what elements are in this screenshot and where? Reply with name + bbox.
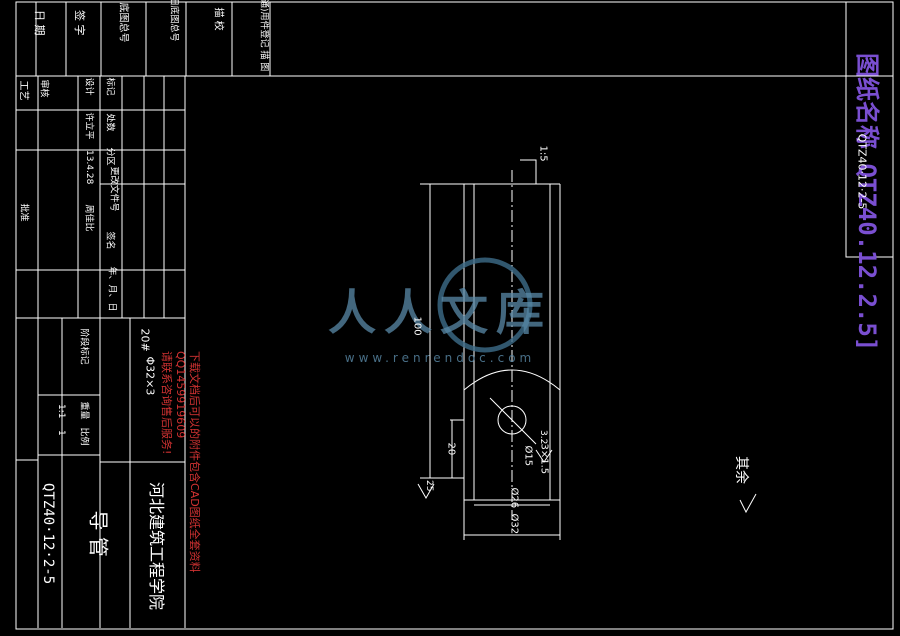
dim-left-finish: 25	[424, 480, 434, 492]
label-date: 年、月、日	[106, 266, 117, 312]
frame-number-top: QTZ40·12·2-5	[855, 133, 869, 210]
part-name: 导 管	[86, 510, 111, 557]
label-mark: 标记	[104, 77, 115, 96]
dim-finish: 3.2	[538, 430, 548, 445]
label-design: 设计	[83, 77, 94, 96]
rest-note: 其余	[733, 456, 749, 484]
label-count: 处数	[104, 113, 115, 132]
finish-mark-hole	[535, 449, 553, 463]
scale-label: 比例	[78, 427, 89, 446]
material-grade: 20#	[138, 328, 152, 352]
drawing-number: QTZ40·12·2-5	[40, 483, 56, 585]
qty-value: 1	[56, 430, 66, 436]
finish-mark-left	[417, 483, 435, 500]
strip-base-drawing: 底图总号	[117, 2, 129, 43]
label-approve: 批准	[18, 203, 29, 222]
strip-old-drawing: 旧底图总号	[168, 0, 179, 42]
label-process: 工艺	[17, 80, 29, 101]
dim-hole: Ø15	[522, 445, 534, 467]
label-signature: 签名	[104, 231, 115, 250]
watermark-logo: 人人文库 www.renrendoc.com	[295, 255, 595, 375]
dim-outer-dia: Ø32	[508, 513, 520, 535]
stage-mark-label: 阶段标记	[78, 328, 89, 365]
outer-frame	[15, 1, 894, 630]
part-view	[417, 159, 757, 540]
strip-register: 借(通)用件登记 描 图	[258, 0, 269, 72]
design-note: 周佳比	[83, 204, 94, 232]
strip-date-label: 日 期	[33, 10, 46, 36]
label-change-doc: 更改文件号	[108, 166, 119, 212]
watermark-brand: 人人文库	[327, 285, 552, 341]
strip-check: 描 校	[212, 7, 224, 31]
stamp-box	[845, 1, 894, 258]
designer-name: 许立平	[83, 112, 94, 140]
dim-length: 100	[411, 316, 423, 336]
dim-height: 20	[445, 442, 457, 456]
finish-mark-rest	[739, 493, 757, 514]
design-date: 13.4.28	[84, 150, 94, 185]
watermark-url: www.renrendoc.com	[344, 351, 536, 365]
label-review: 审核	[38, 79, 49, 98]
hole-leader	[489, 397, 537, 445]
chamfer-mark	[520, 159, 537, 184]
red-note: 下载文档后可以的附件包含CAD图纸全套资料 QQ1459919609 请联系咨询…	[160, 351, 201, 573]
dim-chamfer-top: 1:5	[537, 145, 549, 162]
strip-sign-label: 签 字	[73, 10, 86, 36]
